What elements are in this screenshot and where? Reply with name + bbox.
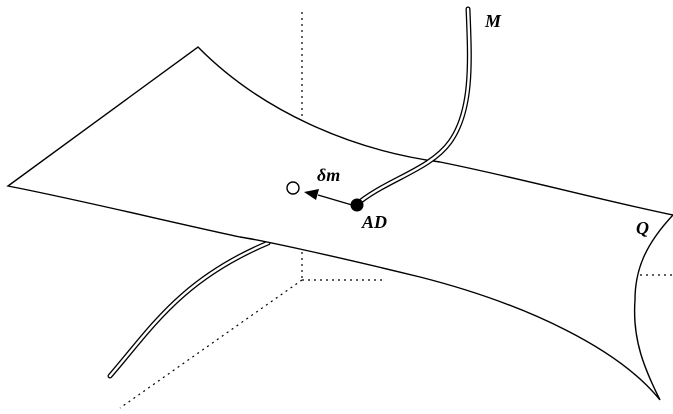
axis-depth	[119, 279, 303, 409]
label-m: M	[484, 11, 502, 31]
label-delta-m: δm	[317, 165, 340, 185]
point-ad-dot	[350, 198, 364, 212]
label-q: Q	[636, 218, 649, 238]
surface-q	[6, 46, 673, 401]
curve-m-upper-branch	[353, 6, 472, 208]
arrowhead-icon	[304, 189, 319, 200]
delta-m-arrow	[304, 189, 353, 206]
label-ad: AD	[361, 212, 387, 232]
displaced-point	[286, 181, 300, 195]
curve-m-lower-branch	[107, 240, 271, 379]
